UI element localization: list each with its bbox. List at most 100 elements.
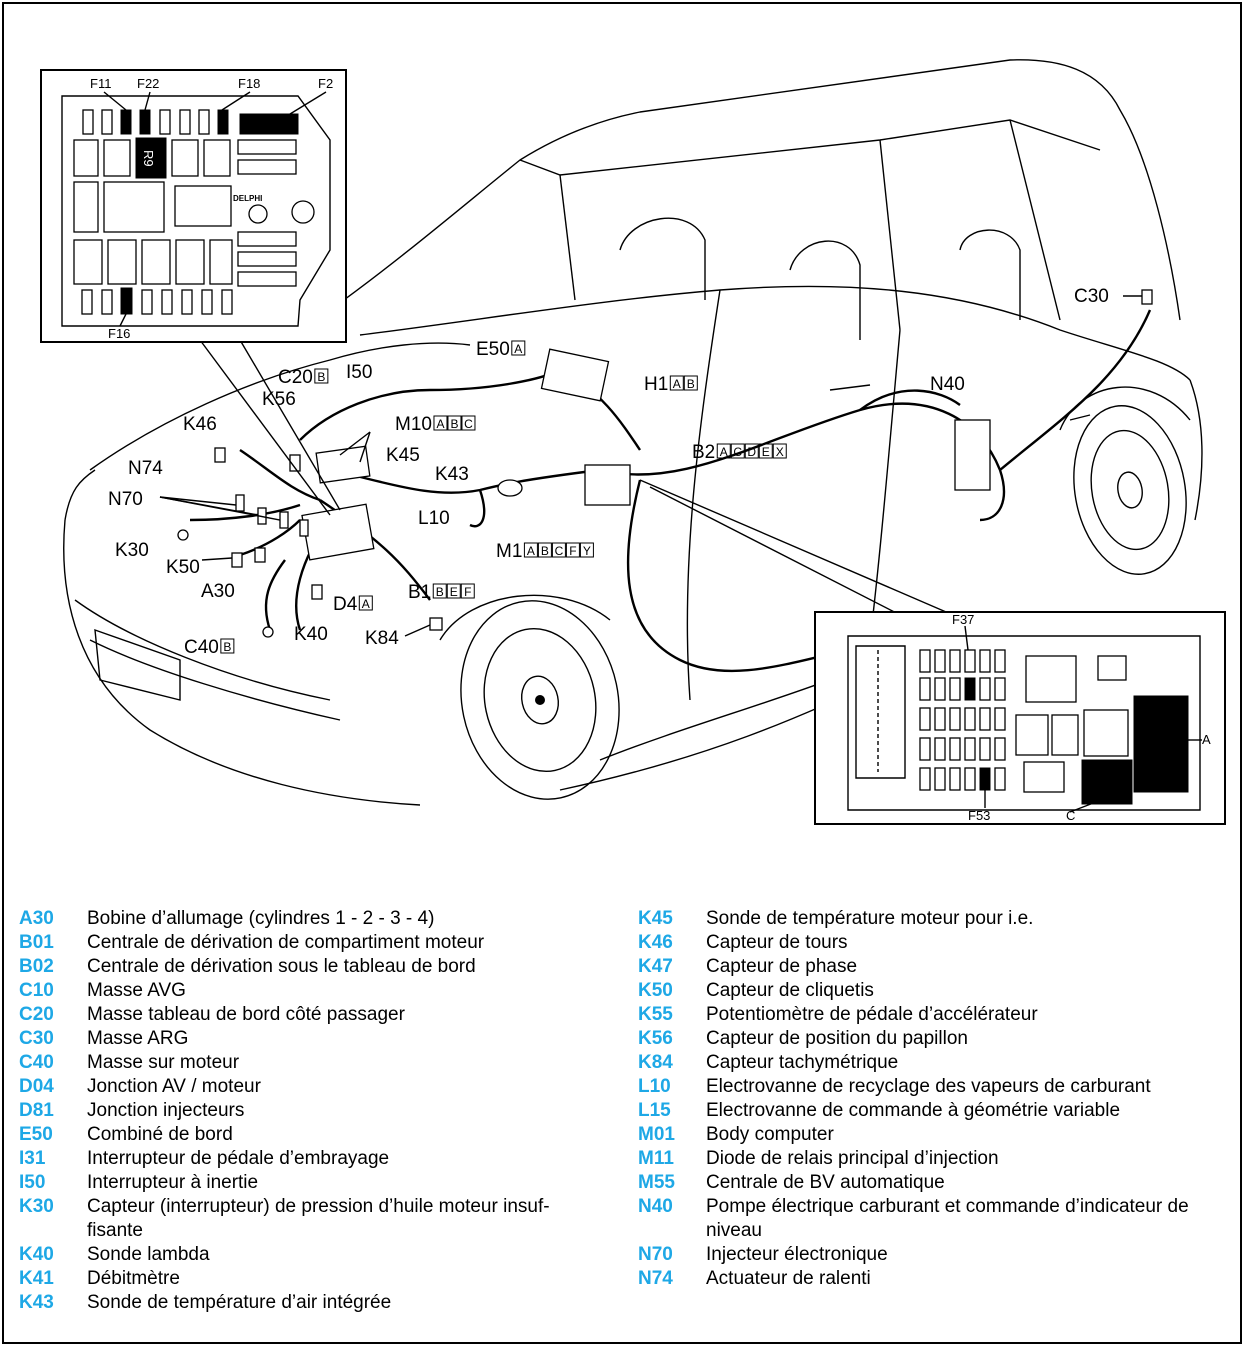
callout-l10: L10 xyxy=(418,508,450,529)
callout-tag-box xyxy=(314,368,329,384)
callout-e50: E50 xyxy=(476,339,510,360)
legend-description: Interrupteur à inertie xyxy=(87,1172,259,1193)
legend-row: C40 Masse sur moteur xyxy=(19,1051,599,1075)
legend-code: C40 xyxy=(19,1052,54,1073)
legend-code: C10 xyxy=(19,980,54,1001)
callout-tag-box xyxy=(716,443,731,459)
callout-tag-box xyxy=(511,340,526,356)
legend-description: Pompe électrique carburant et commande d… xyxy=(706,1196,1189,1241)
legend-description: Diode de relais principal d’injection xyxy=(706,1148,999,1169)
legend-description: Combiné de bord xyxy=(87,1124,233,1145)
callout-c30: C30 xyxy=(1074,286,1109,307)
callout-c20: C20 xyxy=(278,367,313,388)
callout-tag-letter: A xyxy=(514,342,522,356)
legend-description: Capteur tachymétrique xyxy=(706,1052,899,1073)
callout-tag-letter: A xyxy=(436,417,444,431)
legend-description: Capteur de tours xyxy=(706,932,848,953)
callout-tag-letter: D xyxy=(747,445,756,459)
legend-description: Body computer xyxy=(706,1124,834,1145)
callout-b1: B1 xyxy=(408,582,431,603)
callout-tag-letter: F xyxy=(464,585,471,599)
legend-description: Electrovanne de recyclage des vapeurs de… xyxy=(706,1076,1151,1097)
fusebox-top-inset: F11 F22 F18 F2 F16 R9 DELPHI xyxy=(40,69,347,343)
callout-h1: H1 xyxy=(644,374,668,395)
callout-tag-letter: A xyxy=(527,544,535,558)
callout-c40: C40 xyxy=(184,637,219,658)
callout-k50: K50 xyxy=(166,557,200,578)
legend-row: K55 Potentiomètre de pédale d’accélérateu… xyxy=(638,1003,1234,1027)
relay-label: R9 xyxy=(141,150,156,167)
legend-description: Masse tableau de bord côté passager xyxy=(87,1004,405,1025)
legend-description: Masse sur moteur xyxy=(87,1052,240,1073)
callout-k30: K30 xyxy=(115,540,149,561)
rear-wheel xyxy=(1059,386,1191,575)
legend-description: Capteur (interrupteur) de pression d’hui… xyxy=(87,1196,550,1241)
fuse-label-f22: F22 xyxy=(137,76,159,91)
legend-code: K40 xyxy=(19,1244,54,1265)
callout-k56: K56 xyxy=(262,389,296,410)
leader-lines xyxy=(159,295,1142,637)
legend-description: Potentiomètre de pédale d’accélérateur xyxy=(706,1004,1038,1025)
callout-tag-box xyxy=(460,583,475,599)
legend-code: K47 xyxy=(638,956,673,977)
callout-n70: N70 xyxy=(108,489,143,510)
callout-tag-box xyxy=(669,375,684,391)
callout-k84: K84 xyxy=(365,628,399,649)
callout-tag-box xyxy=(447,415,462,431)
callout-tag-letter: E xyxy=(762,445,770,459)
legend-description: Centrale de dérivation sous le tableau d… xyxy=(87,956,476,977)
callout-tag-box xyxy=(772,443,787,459)
brand-logo: DELPHI xyxy=(233,194,262,203)
fuse-label-f16: F16 xyxy=(108,326,130,341)
legend-code: K55 xyxy=(638,1004,673,1025)
legend-code: K43 xyxy=(19,1292,54,1313)
legend-description: Capteur de cliquetis xyxy=(706,980,874,1001)
legend-description: Electrovanne de commande à géométrie var… xyxy=(706,1100,1121,1121)
legend-code: I50 xyxy=(19,1172,46,1193)
callout-tag-box xyxy=(579,542,594,558)
callout-k46: K46 xyxy=(183,414,217,435)
callout-tag-box xyxy=(537,542,552,558)
fuse-label-f18: F18 xyxy=(238,76,260,91)
legend-code: N74 xyxy=(638,1268,673,1289)
legend-description: Bobine d’allumage (cylindres 1 - 2 - 3 -… xyxy=(87,908,435,929)
legend-description: Injecteur électronique xyxy=(706,1244,888,1265)
part-label-a: A xyxy=(1202,732,1211,747)
fuse-label-f53: F53 xyxy=(968,808,990,823)
callout-tag-box xyxy=(683,375,698,391)
part-label-c: C xyxy=(1066,808,1075,823)
legend-code: K41 xyxy=(19,1268,54,1289)
callout-m1: M1 xyxy=(496,541,522,562)
callout-m10: M10 xyxy=(395,414,432,435)
legend-code: K46 xyxy=(638,932,673,953)
fuse-label-f2: F2 xyxy=(318,76,333,91)
legend-description: Jonction AV / moteur xyxy=(87,1076,261,1097)
callout-d4: D4 xyxy=(333,594,358,615)
legend-code: K56 xyxy=(638,1028,673,1049)
legend-description: Masse ARG xyxy=(87,1028,189,1049)
callout-tag-letter: B xyxy=(450,417,458,431)
callout-tag-box xyxy=(358,595,373,611)
legend-description: Sonde lambda xyxy=(87,1244,210,1265)
callout-tag-letter: C xyxy=(464,417,473,431)
callout-tag-box xyxy=(565,542,580,558)
